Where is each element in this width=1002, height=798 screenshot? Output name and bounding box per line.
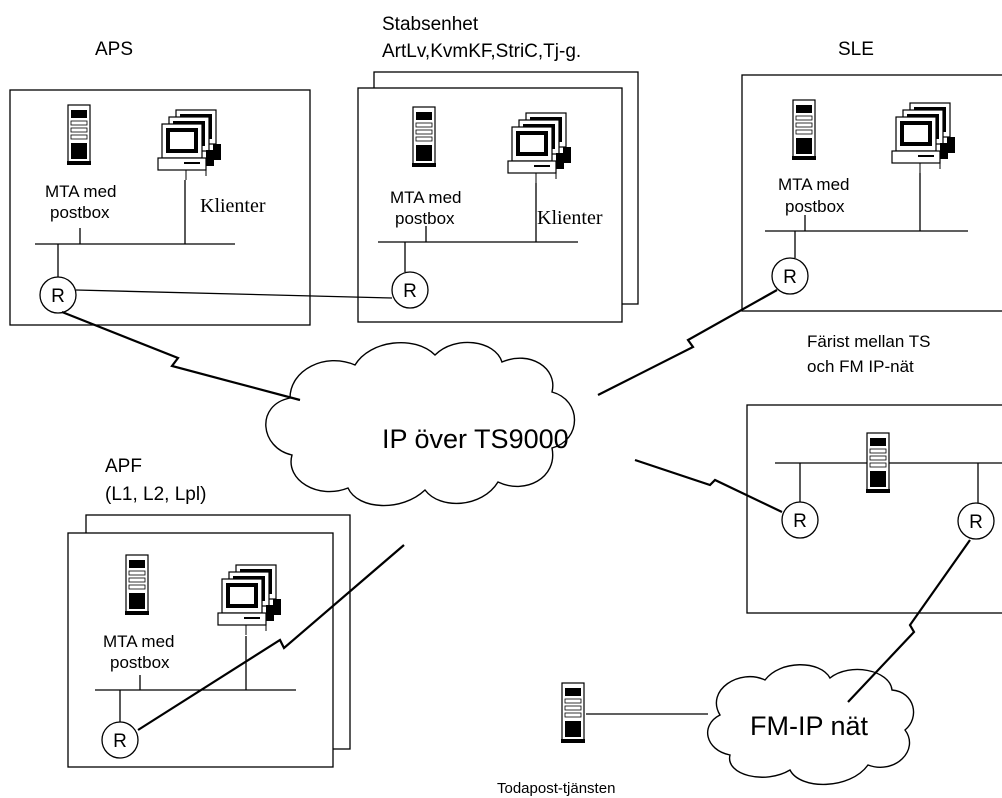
link-sle-ts9000 (597, 289, 778, 396)
link-ts9000-gateway (634, 458, 783, 513)
gateway-router-right-label: R (969, 512, 983, 533)
cloud-ts9000: IP över TS9000 (265, 341, 576, 507)
sle-title: SLE (838, 39, 874, 60)
apf-title-1: APF (105, 456, 142, 477)
sle-mta-label-2: postbox (785, 197, 845, 216)
ts9000-label: IP över TS9000 (382, 424, 569, 454)
todapost-label: Todapost-tjänsten (497, 780, 615, 797)
aps-mta-label-2: postbox (50, 203, 110, 222)
stab-router-label: R (403, 281, 417, 302)
apf-mta-label-1: MTA med (103, 632, 174, 651)
apf-router-label: R (113, 731, 127, 752)
todapost-service: Todapost-tjänsten (497, 682, 708, 797)
gateway-router-right: R (957, 502, 995, 540)
link-aps-ts9000 (61, 310, 301, 402)
sle-router-label: R (783, 267, 797, 288)
aps-clients-label: Klienter (200, 195, 266, 217)
aps-router-label: R (51, 286, 65, 307)
stab-title-2: ArtLv,KvmKF,StriC,Tj-g. (382, 41, 581, 62)
link-aps-stab (75, 289, 393, 299)
site-gateway: Färist mellan TS och FM IP-nät R R (746, 332, 1002, 614)
apf-mta-label-2: postbox (110, 653, 170, 672)
gateway-title-2: och FM IP-nät (807, 357, 914, 376)
gateway-router-left: R (781, 501, 819, 539)
site-stabsenhet: Stabsenhet ArtLv,KvmKF,StriC,Tj-g. MTA m… (357, 14, 639, 323)
apf-router: R (101, 721, 139, 759)
fmip-label: FM-IP nät (750, 711, 869, 741)
apf-box (67, 532, 334, 768)
stab-clients-label: Klienter (537, 207, 603, 229)
link-gateway-fmip (847, 539, 971, 703)
stab-mta-label-2: postbox (395, 209, 455, 228)
sle-mta-label-1: MTA med (778, 175, 849, 194)
stab-server-icon (411, 106, 437, 168)
aps-server-icon (66, 104, 92, 166)
site-apf: APF (L1, L2, Lpl) MTA med postbox R (67, 456, 351, 768)
sle-router: R (771, 257, 809, 295)
aps-router: R (39, 276, 77, 314)
stab-router: R (391, 271, 429, 309)
site-aps: APS MTA med postbox Klienter R (9, 39, 311, 326)
gateway-title-1: Färist mellan TS (807, 332, 930, 351)
aps-title: APS (95, 39, 133, 60)
stab-title-1: Stabsenhet (382, 14, 479, 35)
sle-server-icon (791, 99, 817, 161)
todapost-server-icon (560, 682, 586, 744)
aps-mta-label-1: MTA med (45, 182, 116, 201)
gateway-server-icon (865, 432, 891, 494)
apf-title-2: (L1, L2, Lpl) (105, 484, 206, 505)
site-sle: SLE MTA med postbox R (741, 39, 1002, 312)
link-apf-ts9000 (137, 544, 405, 731)
apf-server-icon (124, 554, 150, 616)
cloud-fmip: FM-IP nät (707, 664, 915, 786)
gateway-router-left-label: R (793, 511, 807, 532)
stab-mta-label-1: MTA med (390, 188, 461, 207)
